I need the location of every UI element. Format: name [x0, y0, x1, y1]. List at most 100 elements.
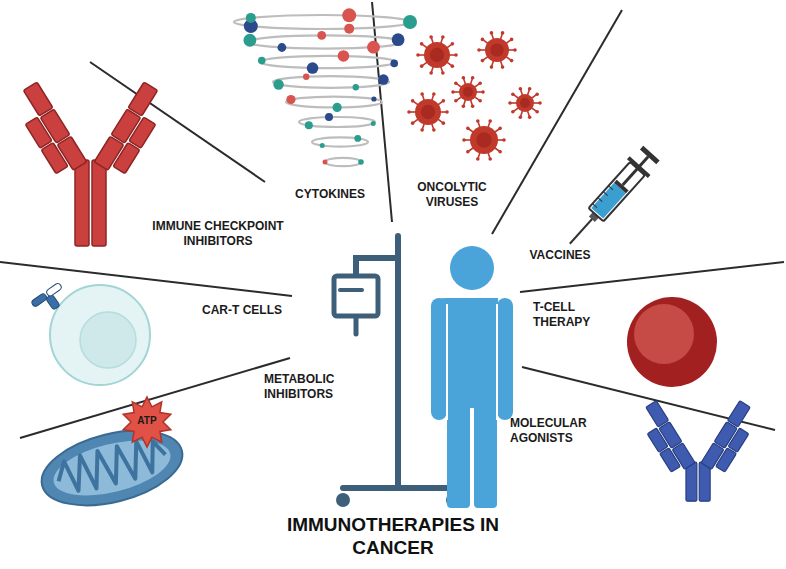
category-label: ONCOLYTIC VIRUSES [404, 180, 500, 210]
cytokine-swirl [234, 8, 417, 166]
virus-group-part-part [429, 71, 433, 75]
antibody-red-part [92, 160, 106, 246]
patient-figure-part [446, 304, 448, 420]
atp-star [123, 397, 171, 447]
cytokine-swirl-part [342, 8, 356, 22]
virus-group-part-part [470, 126, 498, 154]
virus-group-part-part [481, 90, 485, 94]
cytokine-swirl-part [320, 143, 325, 148]
diagram-title: IMMUNOTHERAPIES IN CANCER [248, 514, 538, 560]
virus-group-part-part [488, 157, 492, 161]
virus-group-part-part [510, 59, 514, 63]
cytokine-swirl-part [260, 56, 396, 68]
virus-group-part-part [420, 92, 424, 96]
virus-group-part-part [490, 43, 503, 56]
patient-figure-part [471, 412, 474, 508]
cytokine-swirl-part [317, 31, 326, 40]
virus-group-part-part [535, 110, 539, 114]
virus-group-part-part [462, 104, 466, 108]
virus-group-part-part [501, 65, 505, 69]
cytokine-swirl-part [243, 34, 256, 47]
virus-group-part-part [498, 126, 502, 130]
virus-group-part-part [528, 87, 532, 91]
iv-stand-part [354, 318, 359, 334]
mitochondrion-icon [34, 418, 190, 519]
cytokine-swirl-part [325, 158, 361, 166]
cytokine-swirl-part [305, 121, 313, 129]
cytokine-swirl-part [234, 15, 410, 29]
antibody-blue-part-part [728, 428, 749, 452]
iv-stand-part [334, 276, 378, 316]
category-label: T-CELL THERAPY [533, 300, 611, 330]
virus-group-part-part [478, 81, 482, 85]
syringe-icon-part [603, 192, 607, 196]
virus-group-part-part [490, 31, 494, 35]
virus-group-part-part [519, 87, 523, 91]
category-label: CAR-T CELLS [202, 303, 282, 318]
virus-group-part [416, 35, 458, 75]
car-t-cell-part [31, 282, 70, 318]
virus-group-part [508, 87, 542, 119]
virus-group-part-part [508, 101, 512, 105]
antibody-blue-part-part [647, 428, 668, 452]
category-label: VACCINES [529, 248, 590, 263]
iv-stand-part [337, 494, 349, 506]
divider-lines-part [90, 62, 265, 182]
car-t-cell-part [80, 312, 136, 368]
syringe-icon-part [592, 204, 596, 208]
mitochondrion-icon-part [48, 430, 176, 506]
antibody-blue-part-part [716, 448, 737, 472]
patient-figure-part [447, 400, 470, 508]
antibody-blue-part [716, 428, 749, 472]
atp-label: ATP [137, 415, 156, 428]
patient-figure-part [474, 400, 497, 508]
virus-group-part-part [420, 128, 424, 132]
mitochondrion-icon-part [54, 435, 169, 497]
virus-group-part-part [407, 110, 411, 114]
virus-group-part-part [432, 128, 436, 132]
cytokine-swirl-part [258, 57, 266, 65]
virus-group-part-part [511, 110, 515, 114]
antibody-red-part [25, 117, 68, 174]
virus-group-part-part [488, 119, 492, 123]
cytokine-swirl-part [323, 159, 328, 164]
antibody-blue [646, 401, 751, 502]
virus-group-part-part [416, 53, 420, 57]
patient-figure-part [446, 298, 498, 408]
category-label: MOLECULAR AGONISTS [510, 416, 610, 446]
patient-figure-part [497, 298, 513, 420]
virus-group-part-part [471, 76, 475, 80]
cytokine-swirl-part [273, 79, 283, 89]
virus-group-part-part [451, 64, 455, 68]
virus-group-part-part [454, 99, 458, 103]
category-label: METABOLIC INHIBITORS [264, 372, 360, 402]
antibody-red-part [113, 117, 156, 174]
virus-group-part-part [516, 94, 534, 112]
virus-group-part-part [441, 35, 445, 39]
cytokine-swirl-part [246, 13, 256, 23]
syringe-icon-part [640, 146, 660, 164]
virus-group-part-part [476, 157, 480, 161]
atp-star-part [123, 397, 171, 447]
virus-group-part-part [415, 99, 441, 125]
iv-stand-part [395, 236, 401, 488]
iv-stand-part [356, 258, 398, 274]
cytokine-swirl-part [344, 24, 354, 34]
virus-group-part-part [411, 121, 415, 125]
virus-group-part-part [490, 65, 494, 69]
virus-group-part-part [478, 99, 482, 103]
virus-group-part [477, 31, 517, 69]
antibody-red [23, 82, 157, 246]
virus-group-part-part [430, 48, 444, 62]
cytokine-swirl-part [286, 95, 295, 104]
syringe-icon-part [570, 218, 593, 244]
virus-group-part-part [429, 35, 433, 39]
t-cell [627, 297, 717, 387]
antibody-red-part-part [41, 143, 68, 174]
virus-group [407, 31, 542, 161]
virus-group-part-part [424, 42, 450, 68]
syringe-icon-part [609, 186, 613, 190]
car-t-cell-part-part [46, 294, 61, 310]
virus-group-part [462, 119, 506, 161]
